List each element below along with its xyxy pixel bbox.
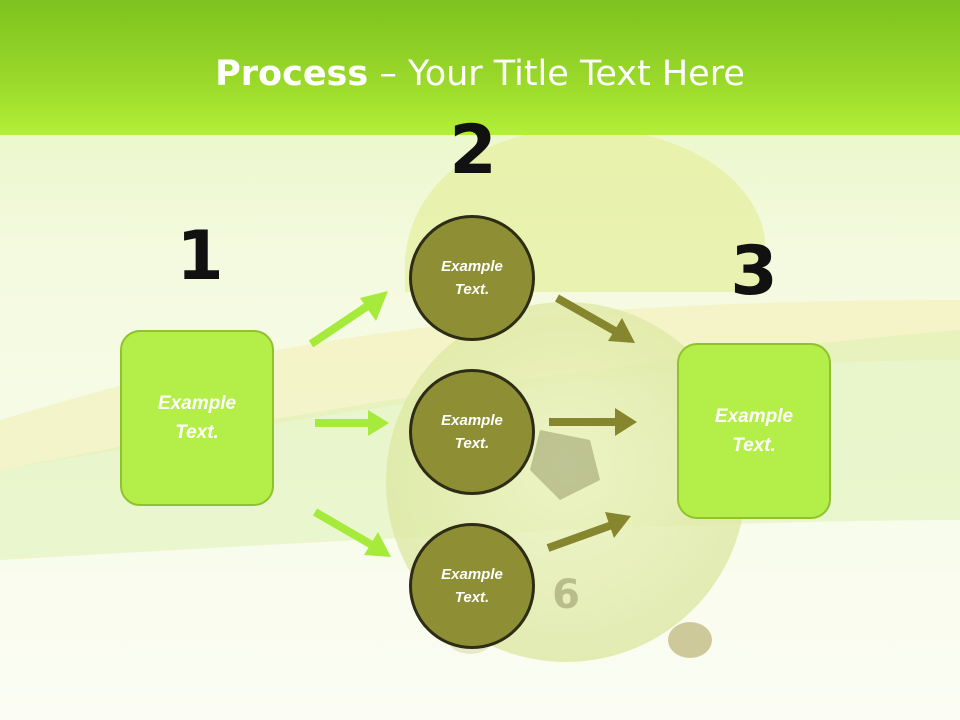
step-number-2: 2 <box>449 111 497 190</box>
step-2-circle-top: Example Text. <box>409 215 535 341</box>
step-2-circle-bottom: Example Text. <box>409 523 535 649</box>
step-number-3: 3 <box>730 232 778 311</box>
circle-middle-text: Example Text. <box>441 412 503 452</box>
arrow-bottom-to-box3 <box>546 512 631 552</box>
step-2-circle-middle: Example Text. <box>409 369 535 495</box>
circle-bottom-text: Example Text. <box>441 566 503 606</box>
svg-text:6: 6 <box>552 572 580 618</box>
slide-title: Process – Your Title Text Here <box>0 50 960 98</box>
arrow-to-top-circle <box>308 291 388 348</box>
title-rest: – Your Title Text Here <box>368 54 745 94</box>
step-1-box: Example Text. <box>120 330 274 506</box>
header-band <box>0 0 960 135</box>
arrow-top-to-box3 <box>555 294 635 343</box>
arrow-to-middle-circle <box>315 410 389 436</box>
title-bold: Process <box>215 54 369 94</box>
arrow-middle-to-box3 <box>549 408 637 436</box>
step-number-1: 1 <box>176 217 224 296</box>
step-1-text: Example Text. <box>157 393 237 443</box>
circle-top-text: Example Text. <box>441 258 503 298</box>
step-3-box: Example Text. <box>677 343 831 519</box>
step-3-text: Example Text. <box>714 406 794 456</box>
arrow-to-bottom-circle <box>312 508 391 557</box>
